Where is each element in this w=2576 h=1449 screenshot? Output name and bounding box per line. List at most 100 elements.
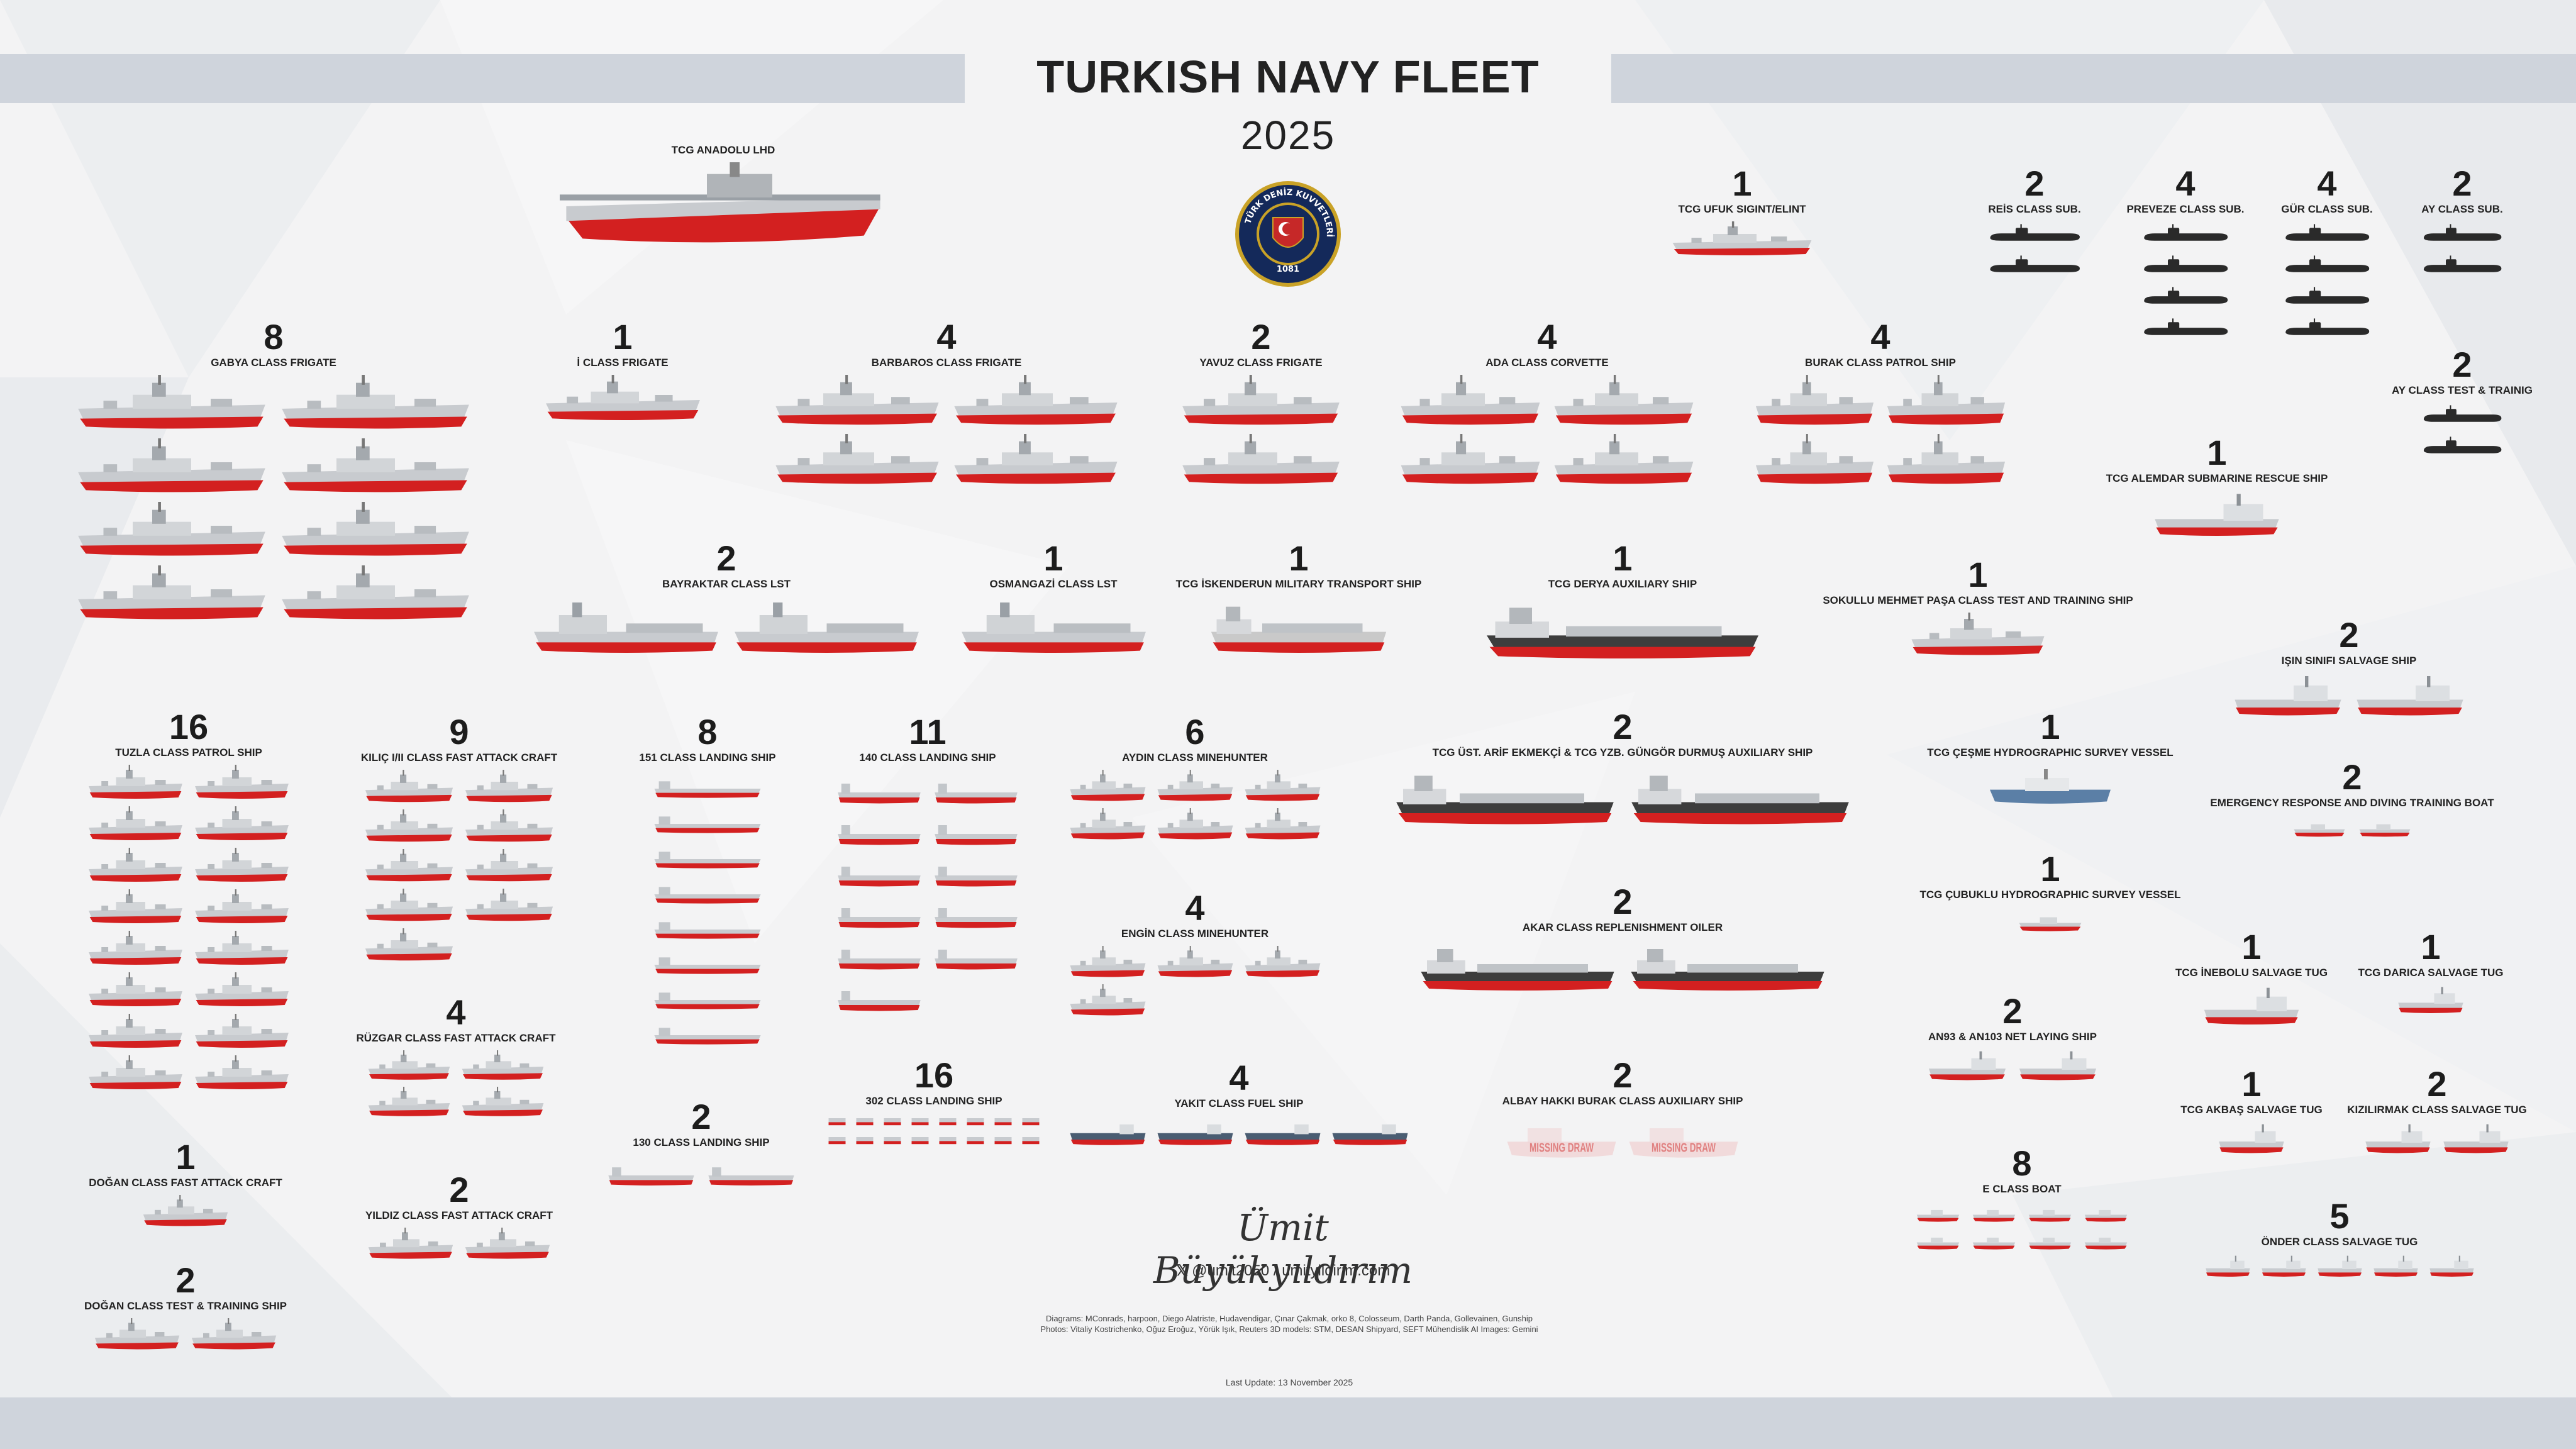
credits: Diagrams: MConrads, harpoon, Diego Alatr…	[880, 1313, 1698, 1335]
ship-icon	[193, 889, 291, 927]
ship-icon	[828, 1113, 847, 1128]
group-label: TCG DARICA SALVAGE TUG	[2358, 967, 2504, 979]
ship-grid	[352, 1228, 566, 1262]
ship-grid	[528, 596, 924, 659]
ship-grid	[1912, 907, 2189, 935]
ship-grid	[604, 1155, 799, 1189]
ship-icon	[2372, 1254, 2419, 1279]
group-label: 151 CLASS LANDING SHIP	[639, 752, 776, 763]
ship-icon	[966, 1132, 985, 1147]
group-label: REİS CLASS SUB.	[1988, 203, 2081, 215]
ship-icon	[364, 770, 455, 806]
ship-grid	[1063, 770, 1327, 843]
svg-text:MISSING DRAW: MISSING DRAW	[1530, 1141, 1594, 1155]
group-count: 5	[2329, 1196, 2350, 1236]
group-label: TCG UFUK SIGINT/ELINT	[1678, 203, 1806, 215]
ship-icon	[1069, 770, 1147, 804]
ship-icon	[2363, 1122, 2433, 1157]
ship-icon	[364, 809, 455, 845]
ship-icon	[1970, 1201, 2018, 1225]
ship-grid	[352, 1050, 560, 1119]
last-update: Last Update: 13 November 2025	[1225, 1377, 1353, 1387]
ship-icon	[2204, 1254, 2251, 1279]
group-label: E CLASS BOAT	[1982, 1183, 2062, 1195]
ship-icon	[278, 438, 473, 498]
ship-icon	[911, 1113, 930, 1128]
ship-icon	[87, 848, 184, 886]
ship-icon	[367, 1228, 455, 1262]
ship-icon	[142, 1195, 230, 1230]
ship-icon	[2026, 1201, 2074, 1225]
group-label: AN93 & AN103 NET LAYING SHIP	[1928, 1031, 2097, 1043]
ship-grid	[1912, 765, 2189, 809]
ship-grid	[528, 375, 717, 425]
ship-grid	[352, 770, 566, 964]
author-social[interactable]: 𝕏@umit2050 / umityildirim.com	[1126, 1262, 1440, 1280]
ship-icon	[87, 931, 184, 969]
ship-icon	[1909, 613, 2047, 660]
ship-icon	[1417, 940, 1618, 996]
svg-text:MISSING DRAW: MISSING DRAW	[1652, 1141, 1716, 1155]
navy-emblem-icon: TÜRK DENİZ KUVVETLERİ 1081	[1235, 181, 1341, 287]
ship-grid	[2384, 221, 2541, 280]
group-count: 4	[446, 992, 466, 1032]
ship-icon	[1627, 765, 1853, 831]
emblem-founded-year: 1081	[1277, 265, 1299, 274]
group-count: 2	[175, 1260, 196, 1300]
ship-icon	[464, 1228, 552, 1262]
ship-icon	[1243, 1116, 1322, 1148]
group-label: DOĞAN CLASS TEST & TRAINING SHIP	[84, 1300, 287, 1312]
ship-grid	[2107, 221, 2264, 343]
author-signature: Ümit Büyükyıldırım	[1153, 1206, 1413, 1292]
social-handle: @umit2050 / umityildirim.com	[1192, 1262, 1391, 1279]
ship-grid	[1912, 1201, 2132, 1253]
ship-icon	[2026, 1229, 2074, 1253]
ship-icon	[855, 1113, 874, 1128]
ship-grid	[2189, 815, 2516, 840]
ship-icon	[1179, 375, 1343, 430]
group-count: 2	[2024, 164, 2045, 203]
ship-grid	[69, 1195, 302, 1230]
ship-grid	[1459, 596, 1786, 665]
ship-icon	[911, 1132, 930, 1147]
ship-icon	[731, 596, 923, 659]
group-count: 2	[449, 1170, 469, 1209]
ship-icon	[1069, 808, 1147, 843]
ship-icon	[1156, 770, 1235, 804]
group-label: 302 CLASS LANDING SHIP	[865, 1095, 1002, 1107]
ship-icon	[1243, 946, 1322, 980]
ship-icon	[1552, 375, 1696, 430]
ship-icon	[193, 1055, 291, 1093]
ship-grid	[1396, 940, 1849, 996]
ship-icon	[193, 765, 291, 802]
ship-grid	[1912, 1049, 2113, 1084]
group-count: 4	[1229, 1058, 1249, 1097]
group-count: 8	[697, 712, 718, 752]
ship-icon	[2396, 985, 2465, 1016]
ship-icon	[2353, 673, 2467, 720]
group-count: 6	[1185, 712, 1205, 752]
group-label: KILIÇ I/II CLASS FAST ATTACK CRAFT	[360, 752, 558, 763]
group-count: 1	[2040, 707, 2060, 747]
group-anadolu: TCG ANADOLU LHD	[553, 143, 893, 250]
ship-icon	[835, 853, 923, 891]
group-label: PREVEZE CLASS SUB.	[2126, 203, 2245, 215]
ship-icon	[651, 875, 764, 907]
group-label: KIZILIRMAK CLASS SALVAGE TUG	[2347, 1104, 2527, 1116]
ship-icon	[2260, 1254, 2307, 1279]
ship-icon	[828, 1132, 847, 1147]
group-label: BARBAROS CLASS FRIGATE	[871, 357, 1022, 369]
